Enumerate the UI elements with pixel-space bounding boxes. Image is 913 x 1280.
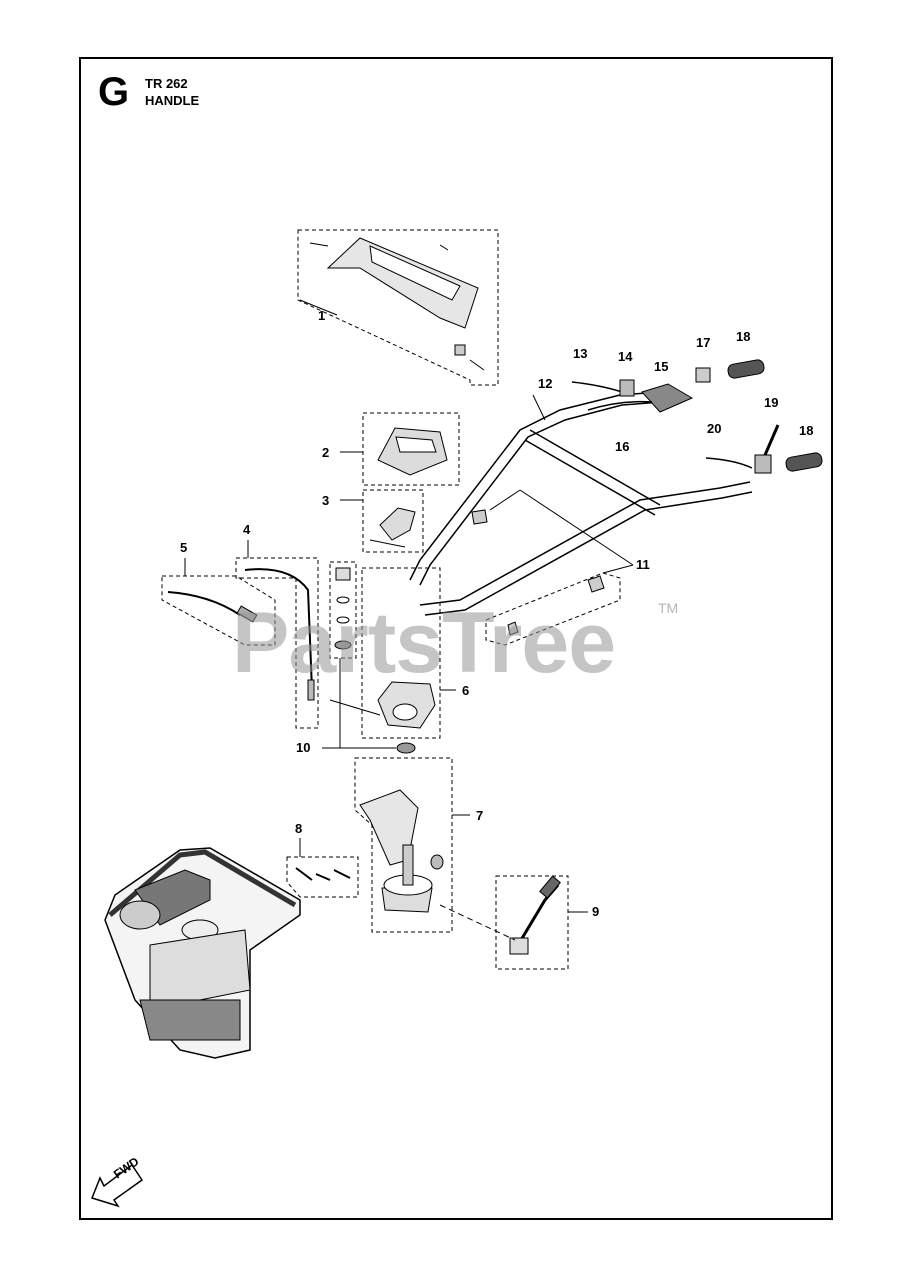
- callout-6[interactable]: 6: [462, 683, 470, 698]
- lever-assembly-upper[interactable]: [571, 367, 711, 413]
- callout-3[interactable]: 3: [322, 493, 330, 508]
- trademark-mark: TM: [658, 600, 679, 616]
- callout-14[interactable]: 14: [618, 349, 633, 364]
- bushing-stack[interactable]: [329, 561, 357, 659]
- part-group-1[interactable]: [297, 229, 499, 386]
- callout-19[interactable]: 19: [764, 395, 779, 410]
- callout-1[interactable]: 1: [318, 308, 326, 323]
- grip-18-upper[interactable]: [727, 359, 765, 379]
- lever-assembly-lower[interactable]: [705, 424, 780, 474]
- section-letter: G: [98, 70, 130, 114]
- diagram-title: HANDLE: [145, 93, 200, 108]
- part-group-3[interactable]: [340, 489, 424, 553]
- callout-18-upper[interactable]: 18: [736, 329, 751, 344]
- part-group-8[interactable]: [286, 838, 359, 898]
- engine-assembly: [104, 847, 301, 1059]
- callout-7[interactable]: 7: [476, 808, 484, 823]
- callout-10[interactable]: 10: [296, 740, 311, 755]
- callout-11[interactable]: 11: [636, 557, 650, 572]
- part-group-6[interactable]: [329, 567, 456, 739]
- callout-5[interactable]: 5: [180, 540, 188, 555]
- callout-2[interactable]: 2: [322, 445, 330, 460]
- part-group-5[interactable]: [161, 558, 276, 646]
- callout-12[interactable]: 12: [538, 376, 553, 391]
- callout-20[interactable]: 20: [707, 421, 722, 436]
- part-group-7[interactable]: [354, 757, 470, 933]
- callout-9[interactable]: 9: [592, 904, 600, 919]
- fwd-arrow-icon: [91, 1163, 144, 1208]
- part-group-10[interactable]: [322, 658, 416, 754]
- callout-16[interactable]: 16: [615, 439, 630, 454]
- model-number: TR 262: [145, 76, 188, 91]
- callout-13[interactable]: 13: [573, 346, 588, 361]
- callout-4[interactable]: 4: [243, 522, 251, 537]
- callout-17[interactable]: 17: [696, 335, 711, 350]
- watermark: PartsTree: [232, 595, 616, 691]
- callout-18-lower[interactable]: 18: [799, 423, 814, 438]
- diagram-frame: [79, 57, 833, 1220]
- handlebar-12[interactable]: [409, 391, 753, 616]
- part-group-2[interactable]: [340, 412, 460, 486]
- part-group-9[interactable]: [439, 875, 588, 970]
- part-group-4[interactable]: [235, 540, 319, 729]
- part-group-11[interactable]: [471, 489, 634, 646]
- callout-15[interactable]: 15: [654, 359, 669, 374]
- callout-8[interactable]: 8: [295, 821, 303, 836]
- grip-18-lower[interactable]: [785, 452, 823, 472]
